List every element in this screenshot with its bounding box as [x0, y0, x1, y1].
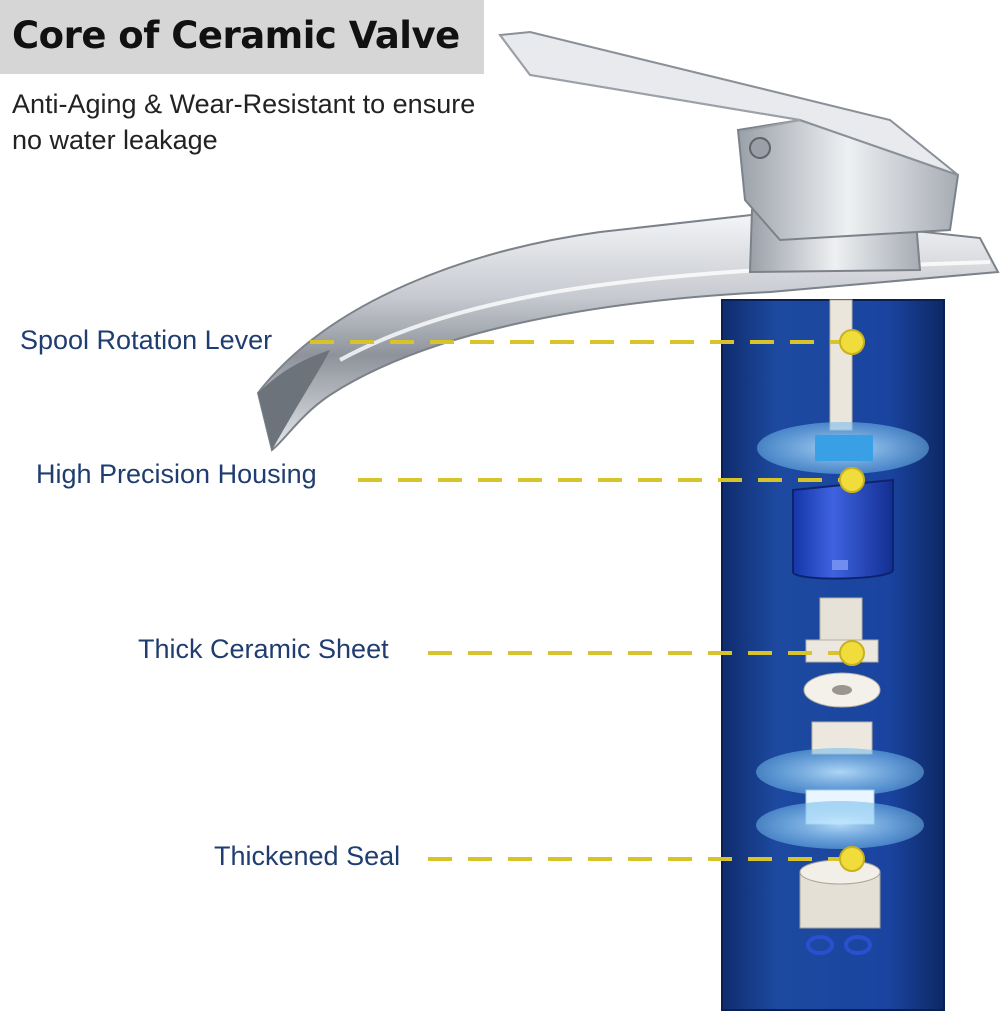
callout-dot-ceramic	[839, 640, 865, 666]
callout-dot-housing	[839, 467, 865, 493]
callout-label-thick-ceramic-sheet: Thick Ceramic Sheet	[138, 634, 389, 664]
page-subtitle: Anti-Aging & Wear-Resistant to ensure no…	[12, 89, 476, 155]
callout-dot-seal	[839, 846, 865, 872]
title-banner: Core of Ceramic Valve	[0, 0, 484, 74]
callout-lines	[310, 329, 865, 872]
callout-label-spool-rotation-lever: Spool Rotation Lever	[20, 325, 273, 355]
faucet-handle	[498, 30, 960, 274]
callout-label-high-precision-housing: High Precision Housing	[36, 459, 317, 489]
page-title: Core of Ceramic Valve	[12, 14, 460, 57]
callout-label-thickened-seal: Thickened Seal	[214, 841, 401, 871]
callout-dot-spool	[839, 329, 865, 355]
faucet-spout	[256, 212, 1000, 452]
cartridge-illustration	[756, 299, 929, 955]
